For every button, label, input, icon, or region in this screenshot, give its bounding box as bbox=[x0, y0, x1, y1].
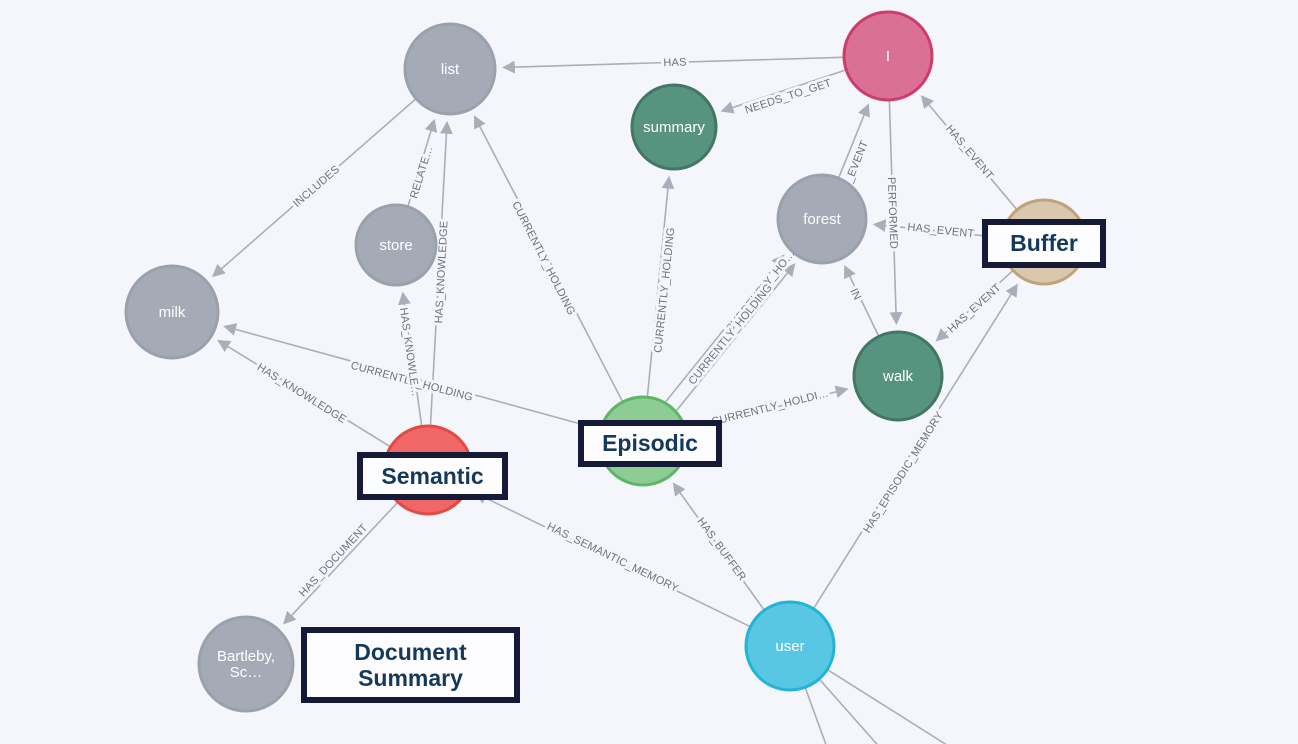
overlay-label-document-summary: Document Summary bbox=[301, 627, 520, 703]
edge-semantic-list[interactable] bbox=[429, 121, 453, 426]
edge-label-user-buffer: HAS_EPISODIC_MEMORY bbox=[861, 409, 946, 535]
edge-label-buffer-forest: HAS_EVENT bbox=[907, 221, 975, 240]
edge-label-store-list: RELATE… bbox=[408, 144, 435, 200]
edge-label-list-milk: INCLUDES bbox=[291, 163, 342, 210]
edge-stub-2[interactable] bbox=[827, 669, 958, 744]
overlay-label-episodic: Episodic bbox=[578, 420, 722, 467]
edge-label-buffer-walk: HAS_EVENT bbox=[946, 282, 1004, 336]
edge-store-list[interactable] bbox=[407, 118, 438, 207]
edge-walk-forest[interactable] bbox=[844, 264, 880, 336]
edge-i-list[interactable] bbox=[502, 56, 844, 74]
edge-label-user-episodic: HAS_BUFFER bbox=[694, 516, 748, 584]
edge-semantic-bartleby[interactable] bbox=[283, 502, 398, 625]
node-walk[interactable] bbox=[852, 330, 944, 422]
node-i[interactable] bbox=[842, 10, 934, 102]
edge-episodic-list[interactable] bbox=[473, 115, 623, 402]
node-forest[interactable] bbox=[776, 173, 868, 265]
edge-stub-1[interactable] bbox=[819, 679, 898, 744]
edge-forest-i[interactable] bbox=[838, 103, 870, 178]
edge-episodic-milk[interactable] bbox=[223, 323, 600, 430]
node-list[interactable] bbox=[403, 22, 497, 116]
edge-label-i-list: HAS bbox=[663, 56, 687, 69]
edge-semantic-store[interactable] bbox=[398, 291, 423, 426]
edge-label-i-summary: NEEDS_TO_GET bbox=[743, 77, 833, 116]
node-milk[interactable] bbox=[124, 264, 220, 360]
edge-i-summary[interactable] bbox=[720, 69, 846, 114]
edge-semantic-milk[interactable] bbox=[217, 339, 391, 448]
edge-label-episodic-walk: CURRENTLY_HOLDI… bbox=[710, 387, 830, 428]
edge-user-episodic[interactable] bbox=[672, 482, 765, 610]
edge-stub-0[interactable] bbox=[804, 687, 836, 744]
node-bartleby[interactable] bbox=[197, 615, 295, 713]
edge-episodic-summary[interactable] bbox=[646, 175, 675, 397]
edge-label-i-walk: PERFORMED bbox=[885, 177, 900, 249]
edge-buffer-forest[interactable] bbox=[872, 219, 1002, 239]
edge-list-milk[interactable] bbox=[211, 98, 416, 278]
edge-label-semantic-bartleby: HAS_DOCUMENT bbox=[297, 522, 370, 599]
edge-label-episodic-list: CURRENTLY_HOLDING bbox=[509, 200, 577, 318]
edge-label-semantic-milk: HAS_KNOWLEDGE bbox=[255, 361, 349, 426]
edge-buffer-i[interactable] bbox=[920, 95, 1017, 210]
edge-label-episodic-summary: CURRENTLY_HOLDING bbox=[652, 227, 677, 354]
edge-label-episodic-forest: CURRENTLY_HOLDING bbox=[686, 282, 775, 388]
edge-label-user-semantic: HAS_SEMANTIC_MEMORY bbox=[545, 521, 681, 595]
edge-episodic-forest[interactable] bbox=[665, 254, 785, 403]
nodes-layer: listIsummaryforeststoremilkwalkuserBartl… bbox=[124, 10, 1088, 713]
edge-user-semantic[interactable] bbox=[473, 492, 750, 628]
node-store[interactable] bbox=[354, 203, 438, 287]
overlay-label-buffer: Buffer bbox=[982, 219, 1106, 268]
node-summary[interactable] bbox=[630, 83, 718, 171]
node-user[interactable] bbox=[744, 600, 836, 692]
edge-label-buffer-i: HAS_EVENT bbox=[943, 123, 995, 182]
edge-episodic-forest[interactable] bbox=[676, 263, 796, 411]
edge-user-buffer[interactable] bbox=[813, 283, 1018, 609]
edges-layer bbox=[211, 56, 1018, 744]
overlay-label-semantic: Semantic bbox=[357, 452, 508, 500]
edge-i-walk[interactable] bbox=[888, 100, 903, 325]
edge-buffer-walk[interactable] bbox=[935, 270, 1013, 342]
